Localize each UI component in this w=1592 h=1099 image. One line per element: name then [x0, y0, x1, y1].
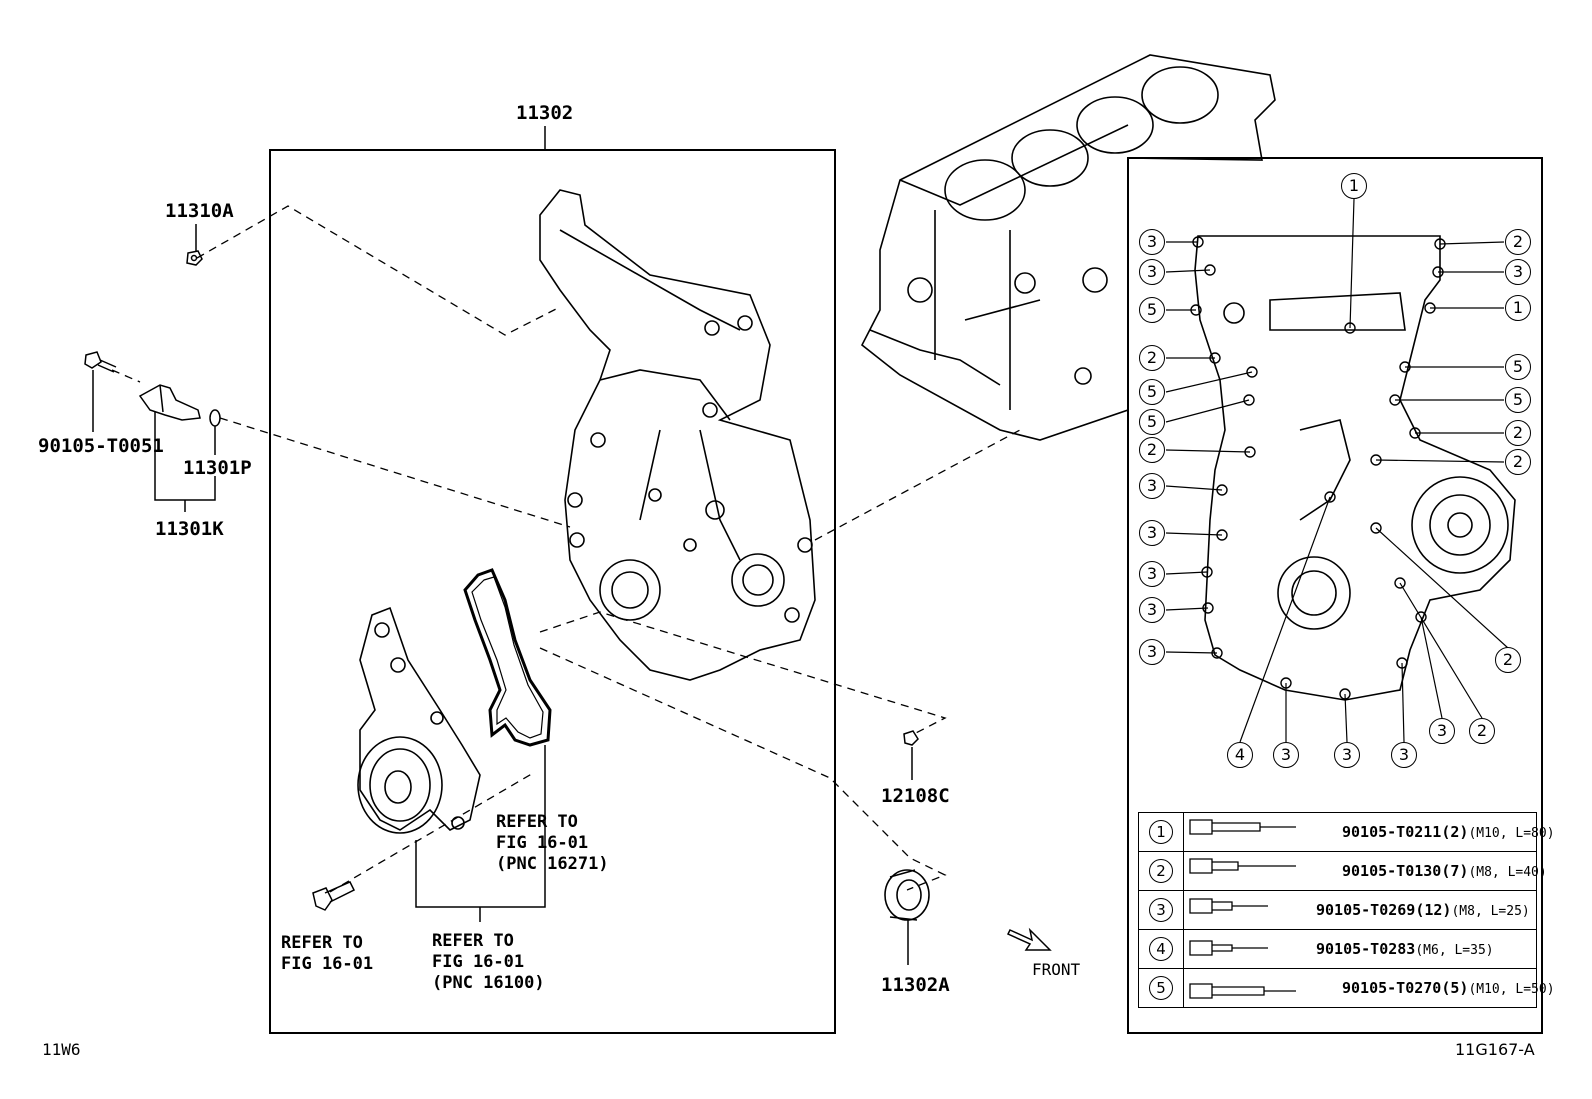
bolt-spec: (M6, L=35)	[1415, 943, 1494, 958]
sensor-bolt-label: 90105-T0051	[38, 435, 164, 457]
dashed-lines	[111, 205, 1021, 893]
bolt-qty: (5)	[1441, 979, 1469, 997]
front-arrow-icon	[1006, 927, 1052, 951]
oring-drawing	[209, 409, 221, 427]
callout-right: 1	[1505, 295, 1531, 321]
callout-left: 3	[1139, 259, 1165, 285]
callout-left: 3	[1139, 561, 1165, 587]
callout-right: 2	[1505, 229, 1531, 255]
callout-left: 3	[1139, 229, 1165, 255]
callout-right: 5	[1505, 354, 1531, 380]
bolt-part-number: 90105-T0269	[1316, 901, 1416, 919]
table-row: 1 90105-T0211(2)(M10, L=80)	[1138, 812, 1555, 852]
callout-right: 2	[1505, 420, 1531, 446]
callout-bottom: 4	[1227, 742, 1253, 768]
inset-leaders	[1165, 198, 1509, 743]
bolt-part-number: 90105-T0130	[1342, 862, 1442, 880]
callout-right: 3	[1505, 259, 1531, 285]
callout-bottom: 3	[1273, 742, 1299, 768]
inset-bolt-holes	[1190, 236, 1446, 700]
refer-pnc16271-note: REFER TO FIG 16-01 (PNC 16271)	[496, 812, 609, 874]
bolt-qty: (12)	[1415, 901, 1452, 919]
table-row: 2 90105-T0130(7)(M8, L=40)	[1138, 851, 1547, 891]
callout-left: 5	[1139, 297, 1165, 323]
leaders	[92, 224, 913, 965]
sensor-set-label: 11301K	[155, 518, 224, 540]
sensor-drawing	[138, 384, 201, 421]
callout-bottom: 3	[1391, 742, 1417, 768]
bolt-key: 1	[1149, 820, 1173, 844]
nut-11310a-drawing	[186, 250, 203, 266]
oring-label: 11301P	[183, 457, 252, 479]
seal-label: 11302A	[881, 974, 950, 996]
callout-right: 2	[1505, 449, 1531, 475]
assembly-frame	[269, 149, 836, 1034]
nut-11310a-label: 11310A	[165, 200, 234, 222]
bolt-spec: (M10, L=80)	[1468, 826, 1555, 841]
assembly-label: 11302	[516, 102, 574, 124]
table-row: 3 90105-T0269(12)(M8, L=25)	[1138, 890, 1537, 930]
callout-left: 2	[1139, 345, 1165, 371]
bolt-legend-table: 1 90105-T0211(2)(M10, L=80) 2 90105-T013…	[1138, 812, 1555, 1008]
sensor-bolt-drawing	[84, 351, 117, 373]
code-right: 11G167-A	[1455, 1040, 1535, 1059]
bolt-key: 2	[1149, 859, 1173, 883]
engine-block-drawing	[860, 54, 1276, 441]
gasket-drawing	[463, 568, 552, 747]
nut-12108c-label: 12108C	[881, 785, 950, 807]
water-pump-drawing	[357, 606, 481, 834]
bolt-spec: (M8, L=40)	[1468, 865, 1547, 880]
refer-pnc16100-note: REFER TO FIG 16-01 (PNC 16100)	[432, 931, 545, 993]
callout-left: 3	[1139, 473, 1165, 499]
pump-bolt-drawing	[312, 881, 356, 911]
callout-left: 5	[1139, 409, 1165, 435]
inset-frame	[1127, 157, 1543, 1034]
callout-bottom: 3	[1429, 718, 1455, 744]
bolt-part-number: 90105-T0283	[1316, 940, 1416, 958]
callout-left: 3	[1139, 520, 1165, 546]
bolt-qty: (2)	[1441, 823, 1469, 841]
callout-right: 2	[1495, 647, 1521, 673]
table-row: 5 90105-T0270(5)(M10, L=50)	[1138, 968, 1555, 1008]
callout-right: 5	[1505, 387, 1531, 413]
bolt-part-number: 90105-T0270	[1342, 979, 1442, 997]
nut-12108c-drawing	[903, 730, 919, 746]
code-left: 11W6	[42, 1040, 81, 1059]
timing-cover-drawing	[539, 189, 816, 681]
callout-bottom: 3	[1334, 742, 1360, 768]
bolt-part-number: 90105-T0211	[1342, 823, 1442, 841]
bolt-spec: (M8, L=25)	[1451, 904, 1530, 919]
bolt-key: 5	[1149, 976, 1173, 1000]
table-row: 4 90105-T0283(M6, L=35)	[1138, 929, 1537, 969]
bolt-key: 4	[1149, 937, 1173, 961]
front-label: FRONT	[1032, 960, 1081, 979]
bolt-qty: (7)	[1441, 862, 1469, 880]
bolt-key: 3	[1149, 898, 1173, 922]
callout-bottom: 2	[1469, 718, 1495, 744]
seal-drawing	[884, 869, 930, 921]
inset-cover-drawing	[1194, 235, 1516, 701]
callout-left: 3	[1139, 639, 1165, 665]
callout-left: 2	[1139, 437, 1165, 463]
callout-left: 3	[1139, 597, 1165, 623]
callout-top-center: 1	[1341, 173, 1367, 199]
refer-fig-note: REFER TO FIG 16-01	[281, 933, 374, 974]
bolt-spec: (M10, L=50)	[1468, 982, 1555, 997]
callout-left: 5	[1139, 379, 1165, 405]
